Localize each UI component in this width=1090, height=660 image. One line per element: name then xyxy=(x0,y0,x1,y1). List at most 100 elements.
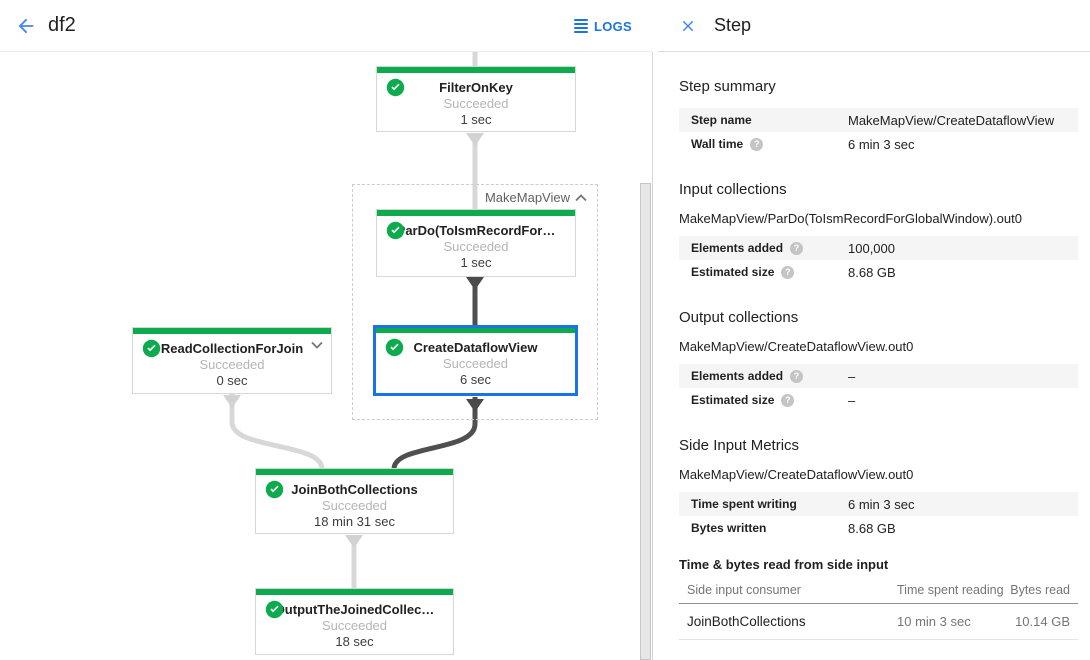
cell-time: 10 min 3 sec xyxy=(897,614,971,629)
kv-row-estimated-size: Estimated size 8.68 GB xyxy=(679,260,1078,284)
column-header-consumer: Side input consumer xyxy=(687,583,801,597)
node-title: JoinBothCollections xyxy=(291,482,418,497)
success-check-icon xyxy=(386,78,405,97)
collection-name: MakeMapView/CreateDataflowView.out0 xyxy=(679,339,914,354)
logs-list-icon xyxy=(573,19,588,33)
node-title: OutputTheJoinedCollec… xyxy=(274,602,435,617)
graph-node-createdataflowview[interactable]: CreateDataflowView Succeeded 6 sec xyxy=(373,325,578,396)
node-status: Succeeded xyxy=(321,618,388,633)
status-bar xyxy=(256,589,453,595)
table-header-row: Side input consumer Time spent reading B… xyxy=(679,576,1078,604)
node-time: 18 min 31 sec xyxy=(314,514,395,529)
status-bar xyxy=(377,210,575,216)
kv-value: 6 min 3 sec xyxy=(848,136,915,152)
kv-row-estimated-size: Estimated size – xyxy=(679,388,1078,412)
success-check-icon xyxy=(265,480,284,499)
graph-node-pardo[interactable]: ParDo(ToIsmRecordFor… Succeeded 1 sec xyxy=(376,209,576,277)
kv-value: 8.68 GB xyxy=(848,520,896,536)
step-summary-section: Step summary Step name MakeMapView/Creat… xyxy=(679,78,1078,156)
kv-label: Bytes written xyxy=(691,521,767,535)
success-check-icon xyxy=(142,339,161,358)
node-time: 1 sec xyxy=(460,112,492,127)
job-header: df2 LOGS xyxy=(0,0,652,52)
close-icon xyxy=(682,20,694,31)
logs-button-label: LOGS xyxy=(593,18,632,34)
group-label-text: MakeMapView xyxy=(484,190,570,205)
input-collections-section: Input collections MakeMapView/ParDo(ToIs… xyxy=(679,181,1078,284)
node-time: 0 sec xyxy=(216,373,248,388)
graph-node-joinbothcollections[interactable]: JoinBothCollections Succeeded 18 min 31 … xyxy=(255,468,454,534)
back-button[interactable] xyxy=(6,6,46,46)
chevron-down-icon[interactable] xyxy=(311,341,323,349)
kv-label: Estimated size xyxy=(691,393,775,407)
kv-row-time-spent-writing: Time spent writing 6 min 3 sec xyxy=(679,492,1078,516)
kv-row-elements-added: Elements added 100,000 xyxy=(679,236,1078,260)
kv-value: 8.68 GB xyxy=(848,264,896,280)
section-heading: Side Input Metrics xyxy=(679,437,800,454)
node-time: 1 sec xyxy=(460,255,492,270)
node-time: 6 sec xyxy=(459,372,492,387)
node-status: Succeeded xyxy=(443,96,509,111)
help-icon[interactable] xyxy=(781,393,795,407)
kv-value: 6 min 3 sec xyxy=(848,496,915,512)
section-heading: Input collections xyxy=(679,181,787,198)
kv-label: Estimated size xyxy=(691,265,775,279)
kv-row-bytes-written: Bytes written 8.68 GB xyxy=(679,516,1078,540)
graph-edges xyxy=(223,52,484,588)
node-title: CreateDataflowView xyxy=(413,340,538,355)
output-collections-section: Output collections MakeMapView/CreateDat… xyxy=(679,309,1078,412)
node-status: Succeeded xyxy=(443,239,509,254)
node-title: ParDo(ToIsmRecordFor… xyxy=(396,223,556,238)
table-row: JoinBothCollections 10 min 3 sec 10.14 G… xyxy=(679,604,1078,640)
kv-value: – xyxy=(848,368,856,384)
status-bar xyxy=(133,328,331,334)
graph-vertical-scrollbar[interactable] xyxy=(640,183,651,660)
cell-bytes: 10.14 GB xyxy=(1015,614,1070,629)
node-title: FilterOnKey xyxy=(439,80,513,95)
close-panel-button[interactable] xyxy=(668,6,708,46)
status-bar xyxy=(376,328,575,333)
composite-group-makemapview: MakeMapView xyxy=(352,184,598,420)
step-panel-header: Step xyxy=(658,0,1090,52)
chevron-up-icon xyxy=(575,193,587,201)
status-bar xyxy=(377,67,575,73)
side-input-metrics-section: Side Input Metrics MakeMapView/CreateDat… xyxy=(679,437,1078,540)
column-header-time: Time spent reading xyxy=(897,583,1004,597)
success-check-icon xyxy=(265,600,284,619)
table-title: Time & bytes read from side input xyxy=(679,557,889,572)
node-status: Succeeded xyxy=(199,357,265,372)
panel-divider xyxy=(652,52,653,660)
success-check-icon xyxy=(385,338,404,357)
logs-button[interactable]: LOGS xyxy=(573,0,632,52)
group-collapse-toggle[interactable]: MakeMapView xyxy=(485,190,587,205)
node-status: Succeeded xyxy=(442,356,509,371)
node-status: Succeeded xyxy=(321,498,388,513)
kv-row-step-name: Step name MakeMapView/CreateDataflowView xyxy=(679,108,1078,132)
arrow-left-icon xyxy=(18,18,34,33)
success-check-icon xyxy=(386,221,405,240)
kv-label: Elements added xyxy=(691,369,784,383)
collection-name: MakeMapView/ParDo(ToIsmRecordForGlobalWi… xyxy=(679,211,1022,226)
help-icon[interactable] xyxy=(781,265,795,279)
kv-value: MakeMapView/CreateDataflowView xyxy=(848,112,1055,128)
help-icon[interactable] xyxy=(790,241,804,255)
column-header-bytes: Bytes read xyxy=(1010,583,1070,597)
section-heading: Output collections xyxy=(679,309,799,326)
graph-node-filteronkey[interactable]: FilterOnKey Succeeded 1 sec xyxy=(376,66,576,132)
collection-name: MakeMapView/CreateDataflowView.out0 xyxy=(679,467,914,482)
kv-value: 100,000 xyxy=(848,240,895,256)
node-time: 18 sec xyxy=(335,634,374,649)
kv-value: – xyxy=(848,392,856,408)
step-details-panel: Step summary Step name MakeMapView/Creat… xyxy=(658,52,1090,660)
graph-node-outputthejoinedcollection[interactable]: OutputTheJoinedCollec… Succeeded 18 sec xyxy=(255,588,454,655)
kv-label: Time spent writing xyxy=(691,497,797,511)
kv-row-wall-time: Wall time 6 min 3 sec xyxy=(679,132,1078,156)
help-icon[interactable] xyxy=(790,369,804,383)
job-title: df2 xyxy=(48,14,76,36)
cell-consumer: JoinBothCollections xyxy=(687,614,806,629)
graph-node-readcollectionforjoin[interactable]: ReadCollectionForJoin Succeeded 0 sec xyxy=(132,327,332,394)
kv-label: Step name xyxy=(691,113,752,127)
help-icon[interactable] xyxy=(750,137,764,151)
job-graph-canvas[interactable]: MakeMapView FilterOnKey Succeeded 1 sec xyxy=(0,52,652,660)
node-title: ReadCollectionForJoin xyxy=(160,341,304,356)
